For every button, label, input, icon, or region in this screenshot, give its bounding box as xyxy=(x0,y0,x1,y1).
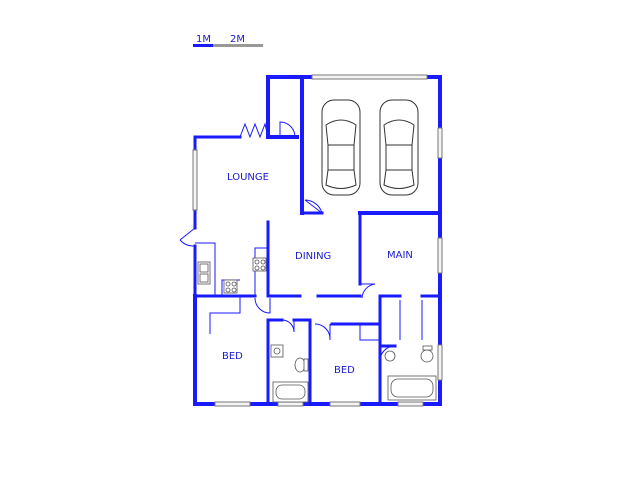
stove-icon xyxy=(223,279,238,294)
bathtub-icon xyxy=(387,375,437,401)
scale-label-1m: 1M xyxy=(196,34,211,45)
door-swing-icon xyxy=(281,319,295,333)
door-swing-icon xyxy=(360,283,376,299)
room-label-dining: DINING xyxy=(295,251,331,262)
folding-door-icon xyxy=(239,122,269,139)
windows xyxy=(192,74,443,407)
window-icon xyxy=(277,401,304,407)
window-icon xyxy=(214,401,251,407)
fixtures xyxy=(197,257,437,403)
window-icon xyxy=(437,344,443,381)
bathtub-icon xyxy=(272,381,309,403)
sink-icon xyxy=(197,261,211,285)
window-icon xyxy=(397,401,424,407)
stove-icon xyxy=(252,257,267,272)
door-swing-icon xyxy=(304,199,323,214)
door-swing-icon xyxy=(279,121,296,138)
window-icon xyxy=(311,74,428,80)
scale-bar: 1M 2M xyxy=(193,34,263,47)
room-label-main: MAIN xyxy=(387,250,413,261)
toilet-icon xyxy=(294,357,309,373)
door-swing-icon xyxy=(314,323,331,341)
window-icon xyxy=(437,237,443,274)
room-label-lounge: LOUNGE xyxy=(227,172,269,183)
door-swing-icon xyxy=(179,227,196,247)
door-swing-icon xyxy=(254,297,271,314)
window-icon xyxy=(329,401,361,407)
toilet-icon xyxy=(420,345,434,363)
car-icon xyxy=(379,99,419,196)
room-label-bed-right: BED xyxy=(334,365,355,376)
scale-label-2m: 2M xyxy=(230,34,245,45)
door-swing-icon xyxy=(379,345,396,363)
doors xyxy=(179,121,396,363)
walls xyxy=(193,75,442,406)
room-label-bed-left: BED xyxy=(222,351,243,362)
toilet-icon xyxy=(384,350,396,362)
window-icon xyxy=(437,127,443,159)
car-icon xyxy=(321,99,361,196)
window-icon xyxy=(192,149,198,211)
sink-icon xyxy=(270,344,284,358)
